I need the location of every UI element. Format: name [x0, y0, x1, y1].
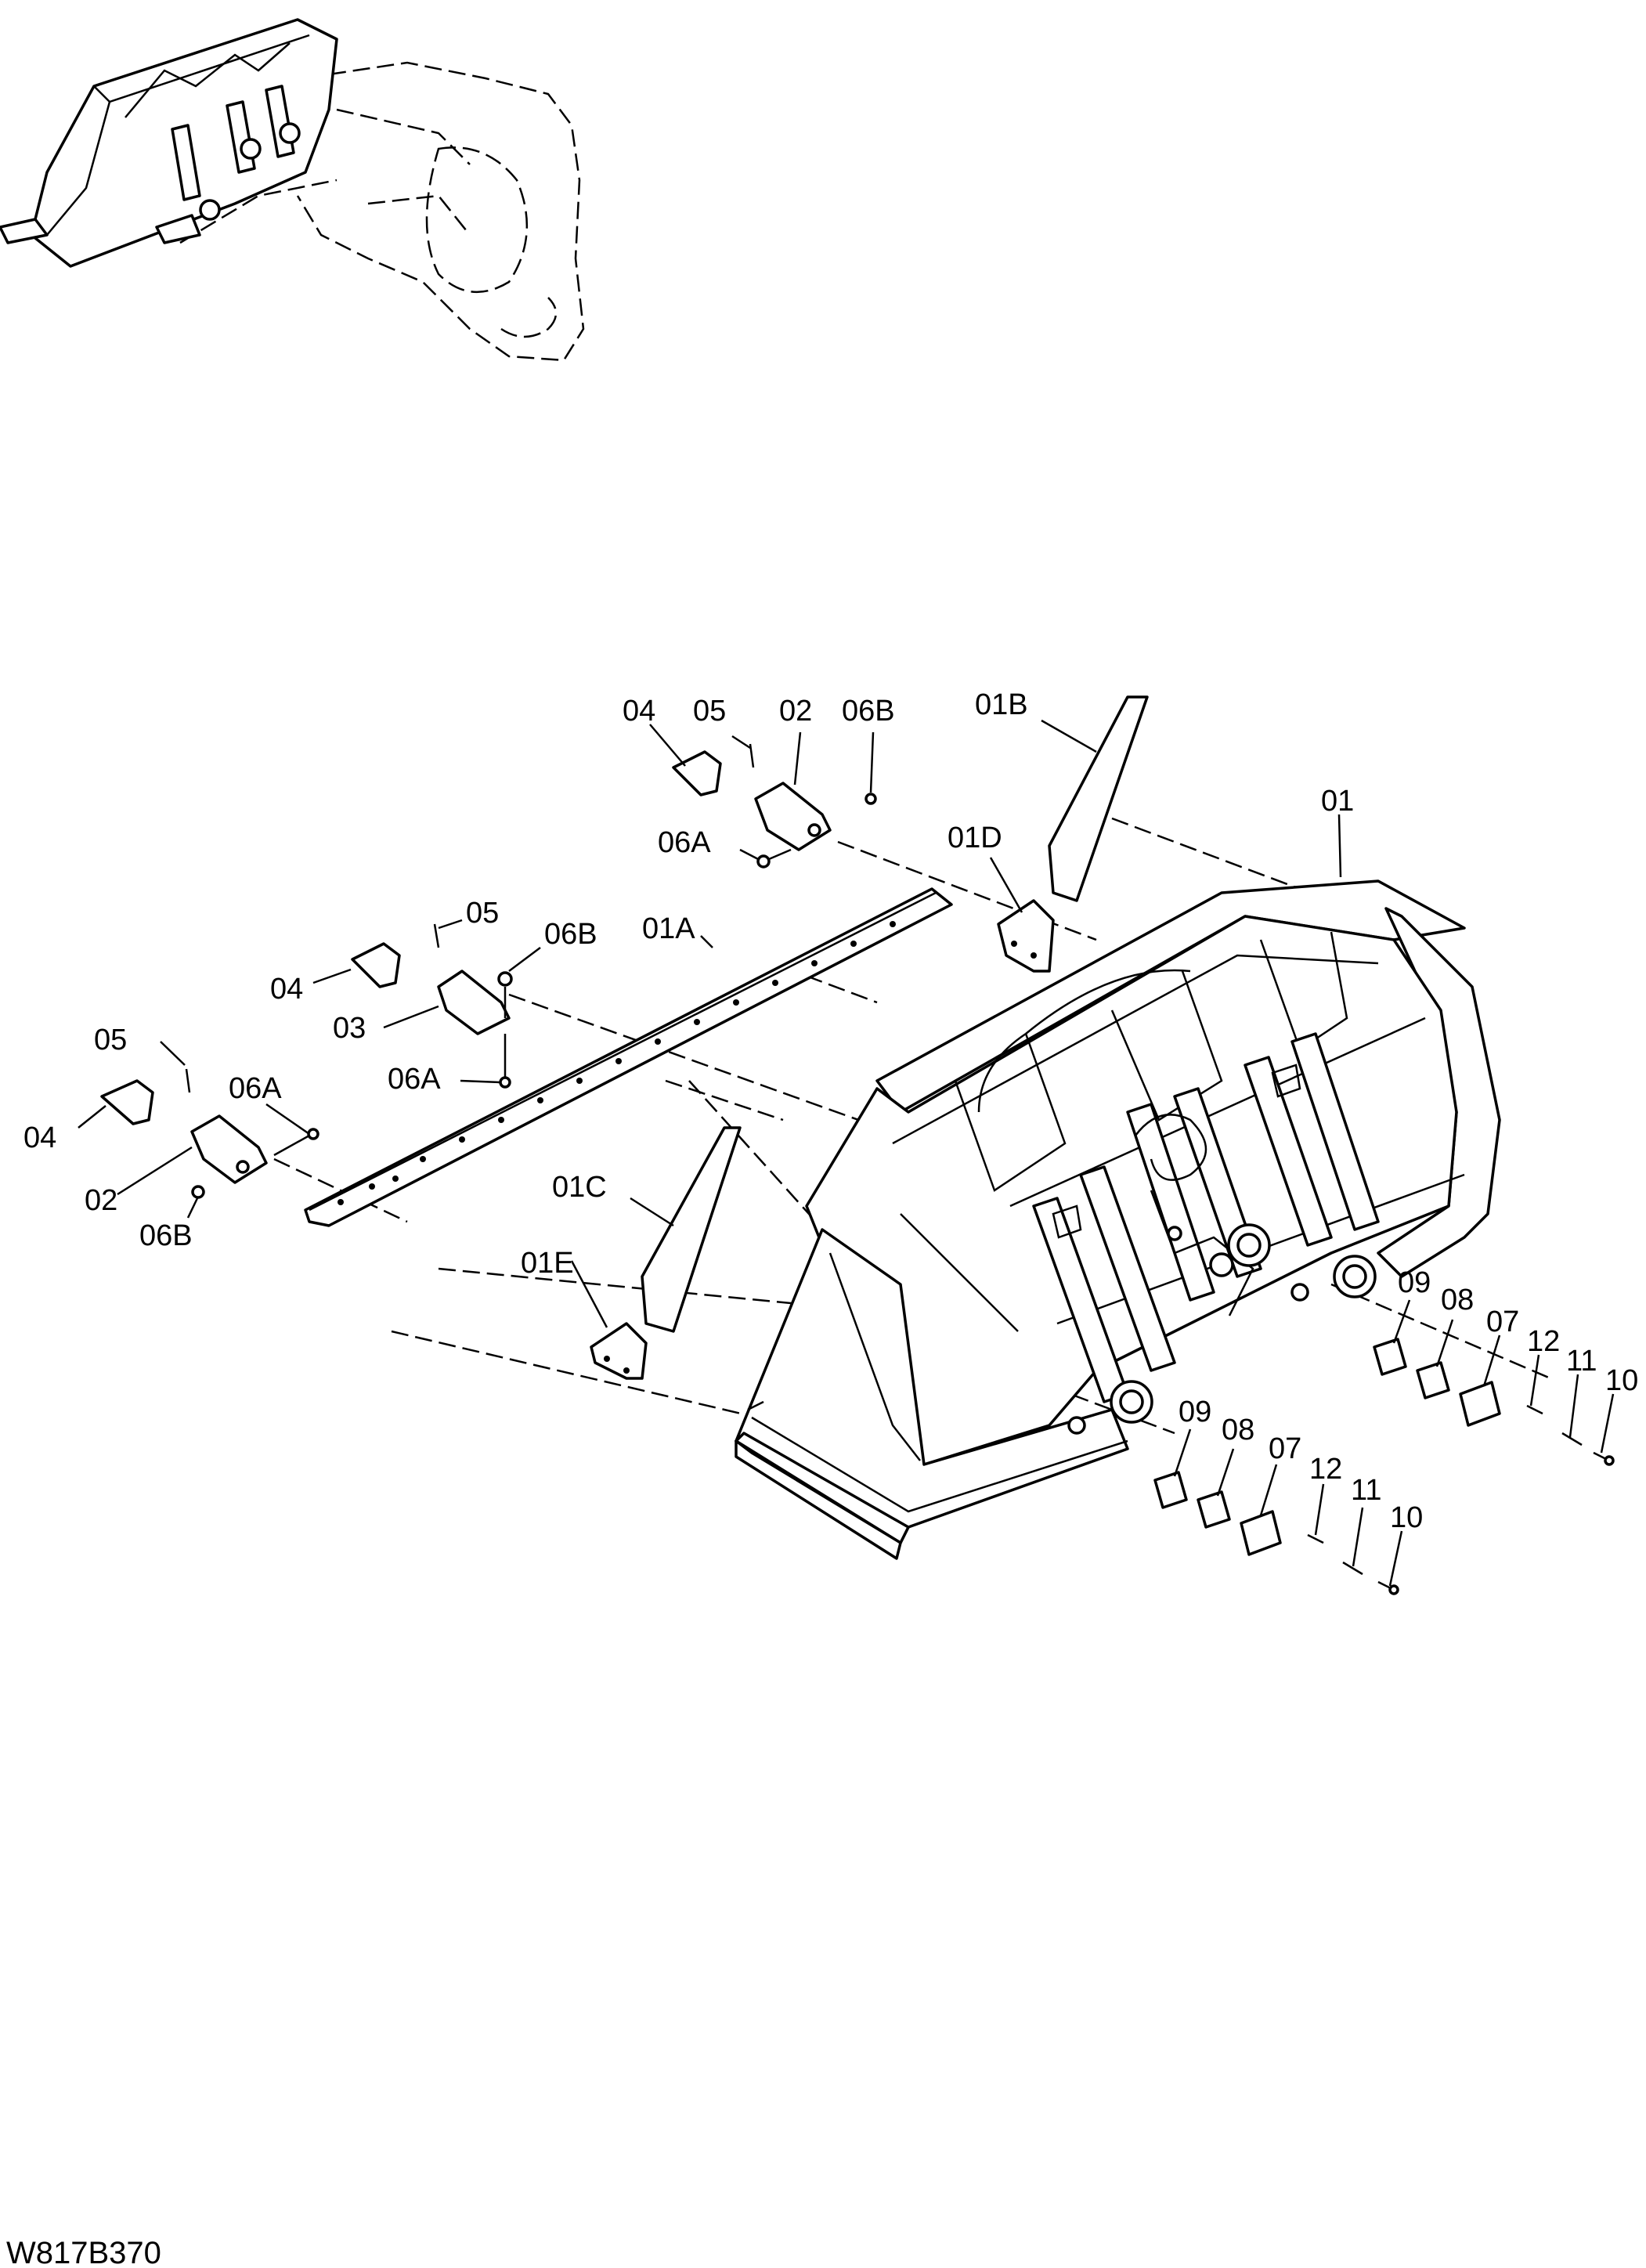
bucket-assembly: [735, 879, 1501, 1560]
shim-stack-bottom: [1153, 1471, 1399, 1595]
label-06a-top: 06A: [658, 826, 711, 859]
tooth-set-left: [100, 1068, 319, 1199]
label-06b-left: 06B: [139, 1219, 193, 1252]
wear-pad-01d: [997, 899, 1055, 973]
label-02-left: 02: [85, 1184, 117, 1217]
label-01a: 01A: [642, 912, 695, 945]
label-06a-left: 06A: [229, 1072, 282, 1105]
label-06a-mid: 06A: [388, 1063, 441, 1096]
side-cutter-01c: [641, 1126, 742, 1333]
label-04-top: 04: [623, 695, 655, 728]
label-05-mid: 05: [466, 897, 499, 930]
side-cutter-01b: [1048, 695, 1149, 902]
label-03-mid: 03: [333, 1012, 366, 1045]
label-08-bottom: 08: [1222, 1414, 1254, 1446]
label-02-top: 02: [779, 695, 812, 728]
label-12-right: 12: [1527, 1325, 1560, 1358]
label-05-top: 05: [693, 695, 726, 728]
leader-lines: [78, 719, 1615, 1587]
label-01c: 01C: [552, 1171, 607, 1204]
label-04-left: 04: [23, 1121, 56, 1154]
tooth-set-top: [672, 743, 877, 869]
label-01d: 01D: [948, 822, 1002, 854]
label-01e: 01E: [521, 1247, 574, 1280]
label-10-bottom: 10: [1390, 1501, 1423, 1534]
label-06b-top: 06B: [842, 695, 895, 728]
shim-stack-right: [1373, 1338, 1615, 1466]
label-11-right: 11: [1566, 1345, 1597, 1378]
cutting-edge-01a: [304, 887, 953, 1227]
drawing-code: W817B370: [6, 2236, 161, 2268]
label-06b-mid: 06B: [544, 918, 597, 951]
label-07-right: 07: [1486, 1306, 1519, 1338]
label-05-left: 05: [94, 1024, 127, 1056]
label-04-mid: 04: [270, 973, 303, 1006]
label-08-right: 08: [1441, 1284, 1474, 1316]
label-07-bottom: 07: [1269, 1432, 1301, 1465]
wear-pad-01e: [590, 1322, 648, 1380]
label-10-right: 10: [1605, 1364, 1638, 1397]
label-09-right: 09: [1398, 1266, 1431, 1299]
tooth-set-middle: [351, 923, 513, 1089]
label-09-bottom: 09: [1179, 1396, 1211, 1428]
label-11-bottom: 11: [1351, 1474, 1381, 1507]
label-01b: 01B: [975, 688, 1028, 721]
label-01: 01: [1321, 785, 1354, 818]
part-labels: 04 05 02 06B 06A 01B 01D 01 01A 05 06B 0…: [23, 688, 1638, 1534]
label-12-bottom: 12: [1309, 1453, 1342, 1486]
overview-thumbnail: [0, 18, 585, 362]
